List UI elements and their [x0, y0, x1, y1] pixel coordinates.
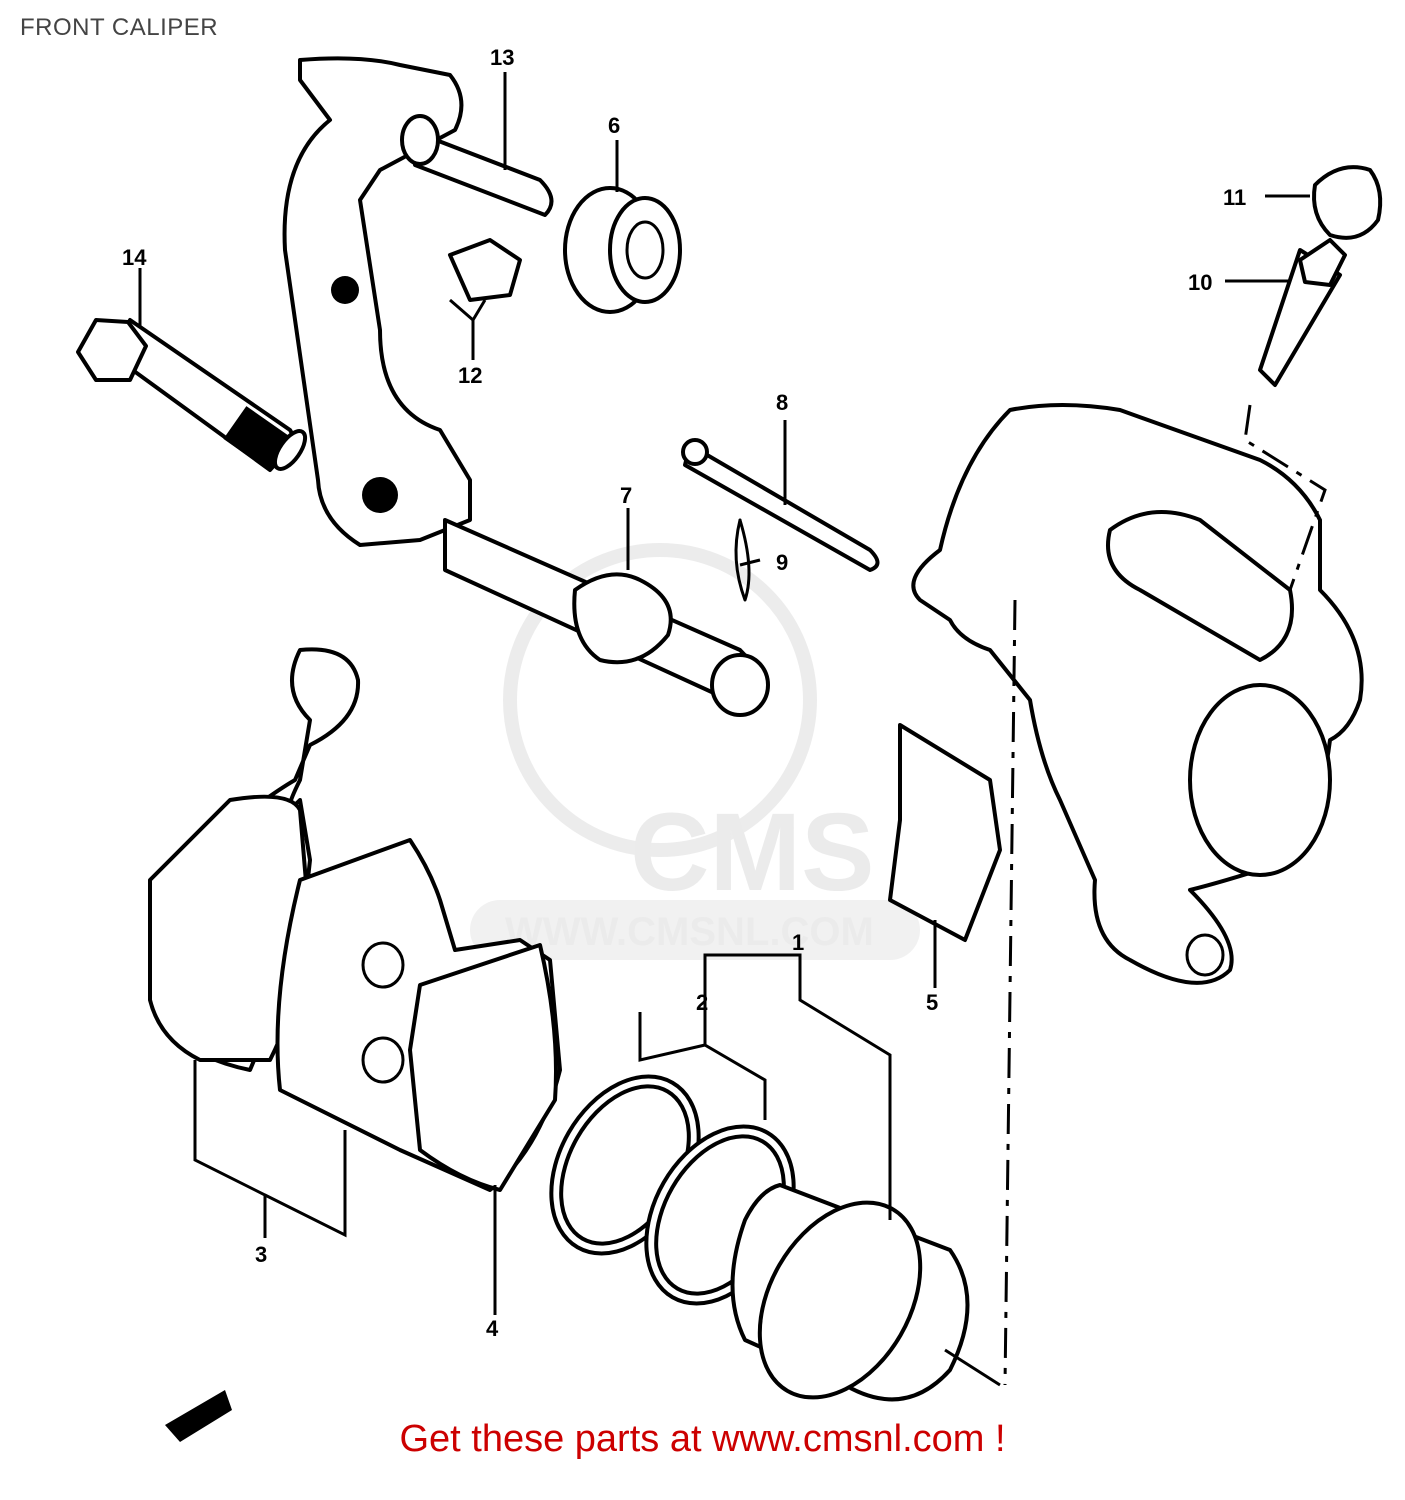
callout-13: 13	[490, 45, 514, 70]
part-9-clip[interactable]	[734, 518, 751, 602]
callout-7: 7	[620, 483, 632, 508]
footer-link[interactable]: Get these parts at www.cmsnl.com !	[0, 1418, 1405, 1461]
callout-10: 10	[1188, 270, 1212, 295]
watermark-url: WWW.CMSNL.COM	[505, 910, 874, 954]
callout-6: 6	[608, 113, 620, 138]
leader-lines	[138, 72, 1327, 1387]
brake-pads[interactable]	[148, 647, 562, 1192]
part-6-boot[interactable]	[563, 186, 682, 314]
part-14-bolt[interactable]	[76, 318, 311, 474]
callout-12: 12	[458, 363, 482, 388]
part-8-pin[interactable]	[681, 438, 880, 572]
piston-seals[interactable]	[521, 1050, 970, 1426]
footer-text[interactable]: Get these parts at www.cmsnl.com !	[399, 1418, 1006, 1460]
caliper-body[interactable]	[911, 403, 1364, 985]
front-arrow-icon	[165, 1390, 232, 1442]
callout-5: 5	[926, 990, 938, 1015]
watermark: CMS WWW.CMSNL.COM	[470, 543, 920, 960]
callout-11: 11	[1223, 185, 1246, 210]
callout-labels: 1 2 3 4 5 6 7 8 9 10 11 12 13 14	[122, 45, 1246, 1341]
callout-3: 3	[255, 1242, 267, 1267]
callout-14: 14	[122, 245, 147, 270]
callout-2: 2	[696, 990, 708, 1015]
part-10-bleeder[interactable]	[1258, 238, 1347, 387]
caliper-bracket[interactable]	[282, 56, 770, 717]
callout-9: 9	[776, 550, 788, 575]
watermark-brand: CMS	[630, 791, 874, 914]
part-5-pad-spring[interactable]	[888, 723, 1002, 942]
diagram-title: FRONT CALIPER	[20, 14, 219, 41]
callout-4: 4	[486, 1316, 499, 1341]
part-12-clip[interactable]	[448, 238, 522, 302]
part-11-cap[interactable]	[1312, 165, 1383, 240]
callout-8: 8	[776, 390, 788, 415]
callout-1: 1	[792, 930, 804, 955]
